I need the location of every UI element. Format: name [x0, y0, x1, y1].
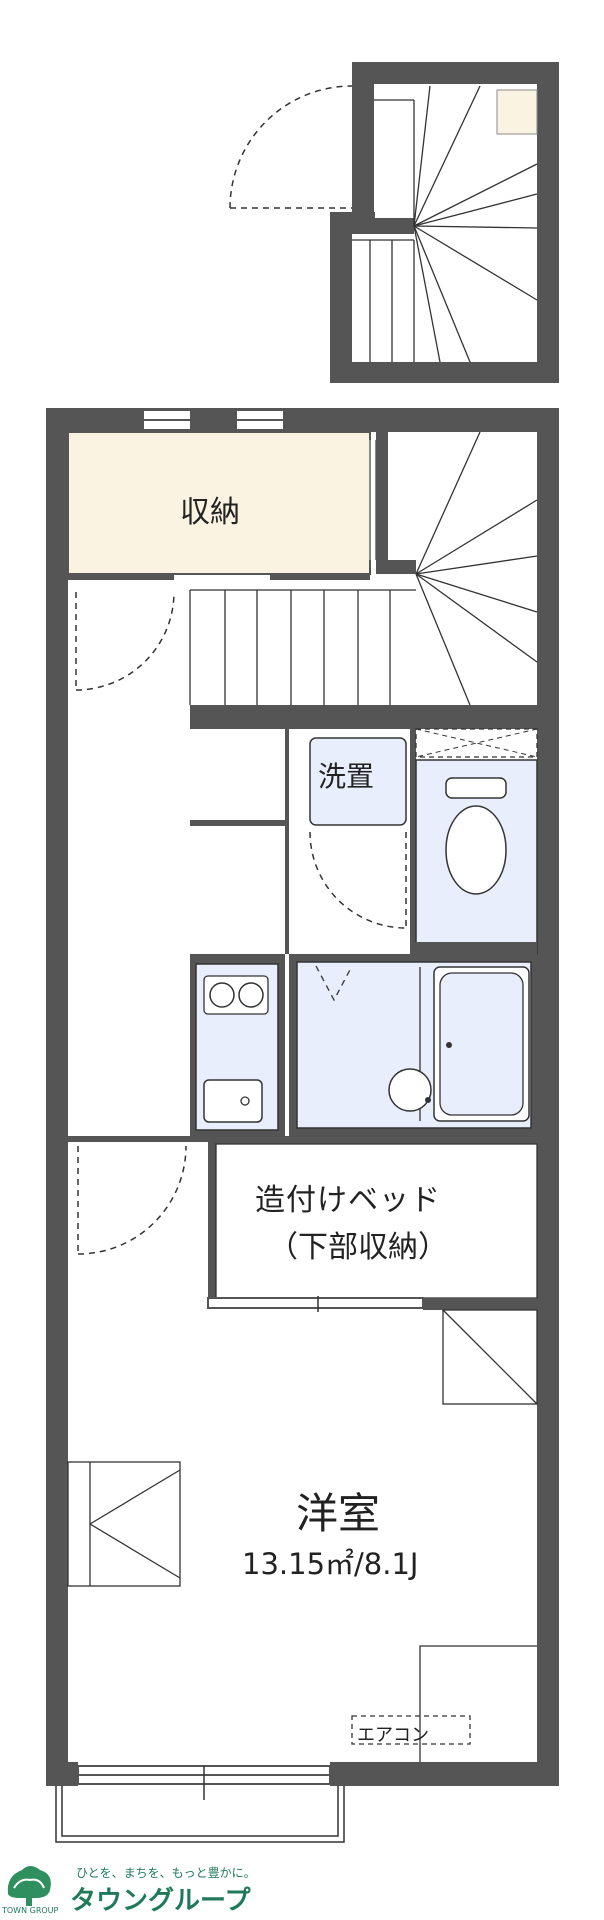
- bedroom-door-swing: [77, 1145, 187, 1255]
- washer-space: [309, 737, 407, 929]
- bed-label: 造付けベッド: [255, 1183, 441, 1218]
- hall-partition: [190, 820, 285, 826]
- washer-label: 洗置: [318, 760, 375, 793]
- entry-door-swing: [75, 591, 175, 691]
- storage-room: [67, 431, 377, 580]
- bathroom: [289, 954, 537, 1136]
- town-group-logo: [7, 1866, 51, 1906]
- ac-box: [351, 1645, 537, 1762]
- logo-tagline: ひとを、まちを、もっと豊かに。: [76, 1866, 256, 1880]
- western-room-area: 13.15㎡/8.1J: [242, 1547, 419, 1581]
- bed-sublabel: （下部収納）: [268, 1230, 448, 1265]
- upper-stair-block: [229, 62, 559, 383]
- closet-corner: [442, 1309, 538, 1405]
- logo-subtext: TOWN GROUP: [2, 1906, 59, 1915]
- balcony: [55, 1786, 345, 1843]
- logo-name: タウングループ: [70, 1886, 251, 1916]
- storage-label: 収納: [180, 495, 240, 530]
- aircon-label: エアコン: [357, 1725, 429, 1746]
- western-room-label: 洋室: [296, 1489, 381, 1538]
- top-windows: [142, 409, 285, 431]
- main-stair: [189, 431, 538, 729]
- hall-bottom-wall: [68, 1136, 222, 1142]
- outer-walls: [46, 408, 559, 1786]
- built-in-bed: [207, 1136, 538, 1312]
- tree-icon: [7, 1866, 51, 1906]
- kitchen: [190, 954, 285, 1136]
- toilet-room: [410, 728, 538, 955]
- left-window: [67, 1461, 181, 1587]
- wash-wall: [285, 729, 289, 954]
- balcony-window: [77, 1765, 331, 1800]
